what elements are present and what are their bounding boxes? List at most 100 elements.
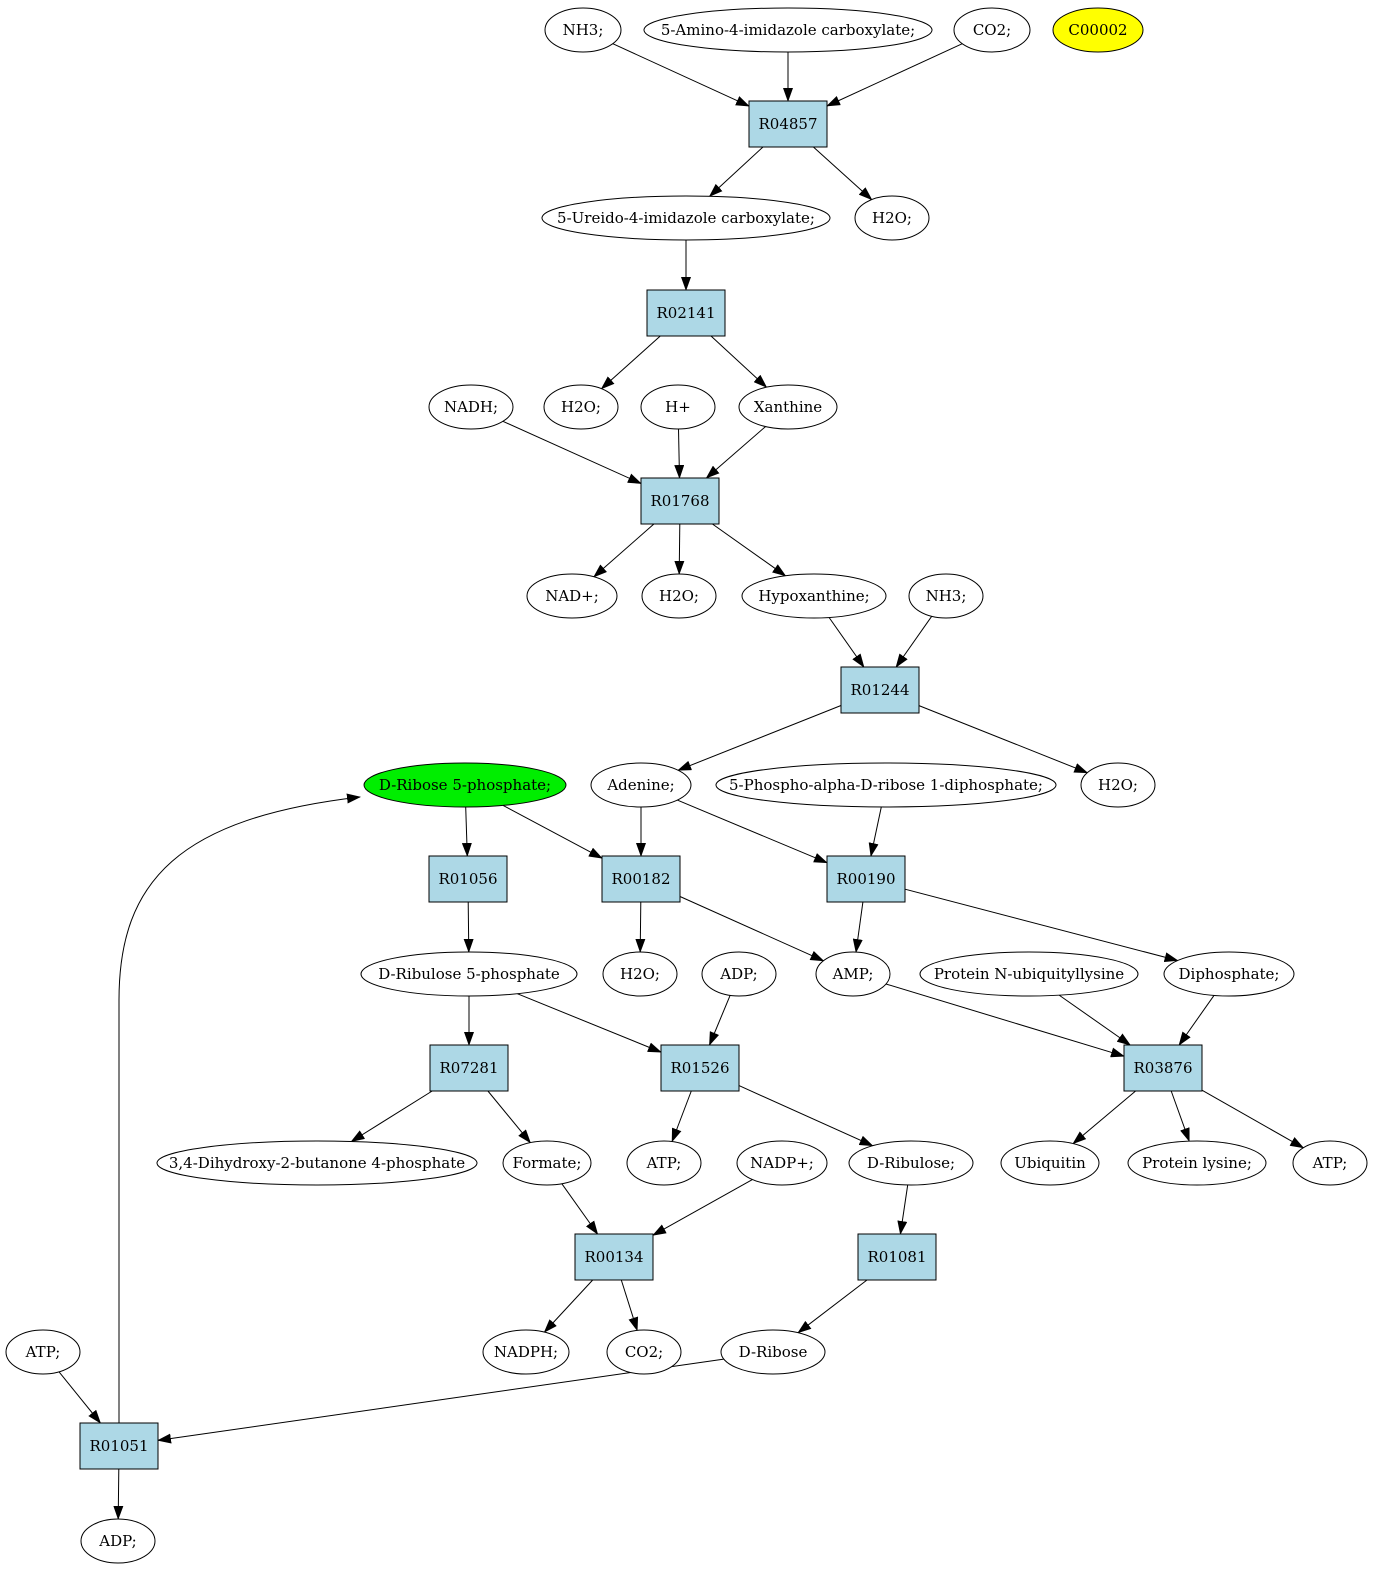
compound-node-atp_3[interactable]: ATP; bbox=[5, 1329, 81, 1375]
reaction-node-r01081[interactable]: R01081 bbox=[857, 1233, 937, 1281]
compound-node-adp_1[interactable]: ADP; bbox=[701, 951, 777, 997]
edge-r04857-to-uica bbox=[708, 146, 764, 197]
node-label: ATP; bbox=[646, 1154, 682, 1172]
reaction-node-r03876[interactable]: R03876 bbox=[1123, 1044, 1203, 1092]
node-label: H+ bbox=[665, 398, 691, 416]
compound-node-atp_1[interactable]: ATP; bbox=[626, 1140, 702, 1186]
compound-node-ubiquitin[interactable]: Ubiquitin bbox=[1000, 1140, 1100, 1186]
compound-node-protein_ub[interactable]: Protein N-ubiquityllysine bbox=[919, 951, 1139, 997]
compound-node-nadh[interactable]: NADH; bbox=[428, 384, 514, 430]
compound-node-nadph[interactable]: NADPH; bbox=[482, 1329, 570, 1375]
reaction-node-r00182[interactable]: R00182 bbox=[601, 855, 681, 903]
compound-node-uica[interactable]: 5-Ureido-4-imidazole carboxylate; bbox=[541, 195, 831, 241]
edge-nadh-to-r01768 bbox=[502, 420, 642, 484]
compound-node-prpp[interactable]: 5-Phospho-alpha-D-ribose 1-diphosphate; bbox=[715, 762, 1057, 808]
compound-node-nh3_2[interactable]: NH3; bbox=[908, 573, 984, 619]
node-label: R00190 bbox=[836, 870, 895, 888]
compound-ellipse bbox=[640, 384, 716, 430]
edge-ribulose-to-r01081 bbox=[897, 1184, 909, 1235]
node-label: Xanthine bbox=[754, 398, 822, 416]
edge-adenine-to-r00190 bbox=[677, 799, 828, 864]
edge-r01244-to-h2o_4 bbox=[918, 705, 1089, 774]
node-label: H2O; bbox=[620, 965, 660, 983]
edge-nh3_top-to-r04857 bbox=[612, 43, 750, 107]
compound-node-hplus[interactable]: H+ bbox=[640, 384, 716, 430]
edge-r01051-to-adp_2 bbox=[113, 1468, 124, 1520]
compound-node-dribose[interactable]: D-Ribose bbox=[720, 1329, 826, 1375]
reaction-box bbox=[826, 855, 906, 903]
edge-nh3_2-to-r01244 bbox=[895, 616, 933, 668]
edge-hypoxanthine-to-r01244 bbox=[828, 617, 865, 668]
compound-ellipse bbox=[502, 1140, 592, 1186]
edge-r03876-to-atp_2 bbox=[1201, 1089, 1305, 1149]
reaction-box bbox=[857, 1233, 937, 1281]
compound-node-h2o_4[interactable]: H2O; bbox=[1080, 762, 1156, 808]
compound-ellipse bbox=[641, 573, 717, 619]
reaction-node-r02141[interactable]: R02141 bbox=[646, 289, 726, 337]
edge-r07281-to-dhbp bbox=[350, 1090, 433, 1143]
reaction-node-r01768[interactable]: R01768 bbox=[640, 477, 720, 525]
compound-node-h2o_2[interactable]: H2O; bbox=[543, 384, 619, 430]
compound-ellipse bbox=[5, 1329, 81, 1375]
node-label: Adenine; bbox=[606, 776, 674, 794]
node-label: R01081 bbox=[867, 1248, 926, 1266]
edge-adp_1-to-r01526 bbox=[709, 995, 731, 1046]
compound-node-dhbp[interactable]: 3,4-Dihydroxy-2-butanone 4-phosphate bbox=[156, 1140, 478, 1186]
edge-r04857-to-h2o_1 bbox=[813, 146, 873, 201]
compound-node-nh3_top[interactable]: NH3; bbox=[544, 7, 622, 53]
edge-ribulose5p-to-r01526 bbox=[517, 993, 662, 1053]
compound-node-aica[interactable]: 5-Amino-4-imidazole carboxylate; bbox=[643, 7, 933, 53]
reaction-node-r01056[interactable]: R01056 bbox=[428, 855, 508, 903]
edge-hplus-to-r01768 bbox=[674, 428, 685, 479]
compound-ellipse bbox=[919, 951, 1139, 997]
compound-node-ribulose5p[interactable]: D-Ribulose 5-phosphate bbox=[360, 951, 578, 997]
node-label: Protein lysine; bbox=[1142, 1154, 1252, 1172]
reaction-node-r00134[interactable]: R00134 bbox=[574, 1233, 654, 1281]
edge-co2_top-to-r04857 bbox=[826, 43, 963, 107]
reaction-node-r01051[interactable]: R01051 bbox=[79, 1422, 159, 1470]
edge-r07281-to-formate bbox=[487, 1090, 531, 1144]
reaction-box bbox=[640, 477, 720, 525]
edge-amp-to-r03876 bbox=[885, 983, 1125, 1058]
node-label: R01768 bbox=[650, 492, 709, 510]
compound-node-ribulose[interactable]: D-Ribulose; bbox=[848, 1140, 974, 1186]
reaction-node-r04857[interactable]: R04857 bbox=[748, 100, 828, 148]
node-label: R01244 bbox=[850, 681, 909, 699]
compound-node-nadpplus[interactable]: NADP+; bbox=[736, 1140, 828, 1186]
compound-node-diphosphate[interactable]: Diphosphate; bbox=[1163, 951, 1295, 997]
compound-node-hypoxanthine[interactable]: Hypoxanthine; bbox=[741, 573, 887, 619]
compound-node-formate[interactable]: Formate; bbox=[502, 1140, 592, 1186]
compound-ellipse bbox=[908, 573, 984, 619]
compound-node-co2_top[interactable]: CO2; bbox=[953, 7, 1031, 53]
edge-r01768-to-h2o_3 bbox=[674, 523, 685, 575]
edge-diphosphate-to-r03876 bbox=[1178, 995, 1215, 1046]
node-label: 5-Amino-4-imidazole carboxylate; bbox=[661, 21, 915, 39]
node-label: D-Ribose 5-phosphate; bbox=[379, 776, 551, 794]
edge-r01081-to-dribose bbox=[797, 1279, 868, 1334]
compound-node-amp[interactable]: AMP; bbox=[815, 951, 891, 997]
compound-node-adenine[interactable]: Adenine; bbox=[590, 762, 692, 808]
compound-node-h2o_1[interactable]: H2O; bbox=[854, 195, 930, 241]
node-label: Hypoxanthine; bbox=[758, 587, 869, 605]
reaction-node-r01244[interactable]: R01244 bbox=[840, 666, 920, 714]
reaction-node-r01526[interactable]: R01526 bbox=[660, 1044, 740, 1092]
compound-node-h2o_5[interactable]: H2O; bbox=[602, 951, 678, 997]
compound-node-ribose5p[interactable]: D-Ribose 5-phosphate; bbox=[363, 762, 567, 808]
reaction-node-r00190[interactable]: R00190 bbox=[826, 855, 906, 903]
compound-node-atp_2[interactable]: ATP; bbox=[1292, 1140, 1368, 1186]
compound-ellipse bbox=[720, 1329, 826, 1375]
edge-ribose5p-to-r01056 bbox=[461, 806, 472, 857]
compound-ellipse bbox=[606, 1329, 682, 1375]
compound-node-nadplus[interactable]: NAD+; bbox=[526, 573, 618, 619]
compound-node-co2_2[interactable]: CO2; bbox=[606, 1329, 682, 1375]
reaction-node-r07281[interactable]: R07281 bbox=[429, 1044, 509, 1092]
compound-ellipse bbox=[543, 384, 619, 430]
compound-node-h2o_3[interactable]: H2O; bbox=[641, 573, 717, 619]
compound-node-c00002[interactable]: C00002 bbox=[1052, 7, 1144, 53]
compound-node-protein_lys[interactable]: Protein lysine; bbox=[1127, 1140, 1267, 1186]
compound-node-xanthine[interactable]: Xanthine bbox=[738, 384, 838, 430]
edge-r00134-to-nadph bbox=[543, 1279, 594, 1333]
compound-node-adp_2[interactable]: ADP; bbox=[80, 1518, 156, 1564]
node-label: ADP; bbox=[719, 965, 757, 983]
compound-ellipse bbox=[715, 762, 1057, 808]
